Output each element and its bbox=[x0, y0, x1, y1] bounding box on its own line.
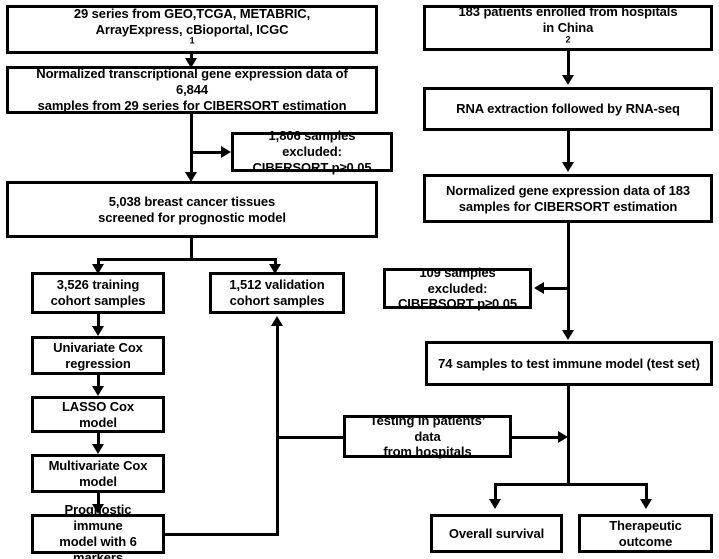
connector-testing-to-trunk bbox=[510, 436, 561, 439]
box-prognostic-immune-model-line1: Prognostic immune bbox=[64, 502, 132, 534]
box-screened-tissues-line2: screened for prognostic model bbox=[98, 209, 286, 225]
box-excluded-109-line1: 109 samples excluded: bbox=[419, 264, 496, 296]
connector-normalized183-to-testset bbox=[567, 223, 570, 333]
box-lasso-cox-line1: LASSO Cox model bbox=[61, 398, 135, 430]
box-training-cohort-line1: 3,526 training bbox=[56, 277, 140, 293]
box-multivariate-cox-line1: Multivariate Cox bbox=[48, 457, 148, 473]
box-prognostic-immune-model: Prognostic immune model with 6 markers bbox=[31, 502, 165, 559]
box-prognostic-immune-model-line2: model with 6 markers bbox=[59, 534, 137, 559]
box-univariate-cox-line1: Univariate Cox bbox=[53, 339, 143, 355]
box-multivariate-cox: Multivariate Cox model bbox=[31, 454, 165, 493]
connector-riser-to-validation bbox=[276, 325, 279, 534]
box-normalized-transcriptional-line1: Normalized transcriptional gene expressi… bbox=[36, 66, 348, 98]
box-excluded-109-line2: CIBERSORT p≥0.05 bbox=[398, 296, 517, 312]
arrowhead-rna bbox=[562, 75, 574, 85]
connector-multivariate-to-prognostic bbox=[97, 493, 100, 506]
arrowhead-testset bbox=[562, 330, 574, 340]
box-test-set: 74 samples to test immune model (test se… bbox=[425, 341, 713, 386]
connector-bus-to-therapeutic-outcome bbox=[645, 483, 648, 502]
arrowhead-lasso bbox=[92, 386, 104, 396]
connector-testset-down bbox=[567, 386, 570, 485]
arrowhead-testing-to-trunk bbox=[558, 431, 568, 443]
arrowhead-excluded-1806 bbox=[221, 146, 231, 158]
connector-training-to-univariate bbox=[97, 314, 100, 328]
box-multivariate-cox-line2: model bbox=[79, 473, 117, 489]
connector-univariate-to-lasso bbox=[97, 375, 100, 388]
box-normalized-transcriptional: Normalized transcriptional gene expressi… bbox=[6, 66, 378, 114]
box-univariate-cox: Univariate Cox regression bbox=[31, 336, 165, 375]
connector-rna-to-normalized183 bbox=[567, 131, 570, 163]
box-validation-cohort-line2: cohort samples bbox=[229, 293, 325, 308]
arrowhead-excluded-109 bbox=[534, 282, 544, 294]
footnote-marker-1: 1 bbox=[189, 36, 195, 47]
box-excluded-1806: 1,806 samples excluded: CIBERSORT p≥0.05 bbox=[231, 128, 393, 175]
box-validation-cohort: 1,512 validation cohort samples bbox=[209, 272, 345, 314]
connector-branch-to-excluded-109 bbox=[543, 287, 570, 290]
connector-lasso-to-multivariate bbox=[97, 433, 100, 446]
connector-prognostic-right bbox=[163, 533, 279, 536]
box-overall-survival-line1: Overall survival bbox=[448, 525, 545, 541]
footnote-marker-2: 2 bbox=[565, 34, 571, 45]
connector-patients-to-rna bbox=[567, 51, 570, 77]
box-univariate-cox-line2: regression bbox=[65, 355, 131, 371]
box-normalized-gene-183-line1: Normalized gene expression data of 183 bbox=[445, 182, 690, 198]
box-screened-tissues-line1: 5,038 breast cancer tissues bbox=[108, 193, 276, 209]
box-normalized-gene-183: Normalized gene expression data of 183 s… bbox=[423, 174, 713, 223]
connector-screened-down bbox=[190, 238, 193, 260]
arrowhead-prognostic bbox=[92, 504, 104, 514]
arrowhead-normalized-to-screened bbox=[185, 172, 197, 182]
arrowhead-training bbox=[92, 264, 104, 274]
box-testing-patients-data: Testing in patients’ data from hospitals bbox=[343, 412, 512, 460]
box-testing-patients-data-line1: Testing in patients’ data bbox=[369, 412, 486, 444]
box-validation-cohort-line1: 1,512 validation bbox=[229, 277, 325, 293]
box-training-cohort: 3,526 training cohort samples bbox=[31, 272, 165, 314]
box-overall-survival: Overall survival bbox=[430, 514, 563, 553]
box-rna-extraction: RNA extraction followed by RNA-seq bbox=[423, 87, 713, 131]
connector-riser-to-testing bbox=[276, 436, 346, 439]
box-testing-patients-data-line2: from hospitals bbox=[383, 444, 472, 460]
arrowhead-therapeutic-outcome bbox=[640, 499, 652, 509]
box-patients-enrolled: 183 patients enrolled from hospitals in … bbox=[423, 4, 713, 51]
connector-normalized-to-screened bbox=[190, 114, 193, 177]
box-screened-tissues: 5,038 breast cancer tissues screened for… bbox=[6, 181, 378, 238]
box-source-series-line1: 29 series from GEO,TCGA, METABRIC, bbox=[73, 5, 311, 21]
arrowhead-source-to-normalized bbox=[185, 58, 197, 68]
box-test-set-line1: 74 samples to test immune model (test se… bbox=[438, 355, 700, 371]
box-therapeutic-outcome: Therapeutic outcome bbox=[578, 514, 713, 553]
box-excluded-1806-line2: CIBERSORT p≥0.05 bbox=[252, 159, 372, 175]
box-rna-extraction-line1: RNA extraction followed by RNA-seq bbox=[456, 101, 680, 117]
box-source-series: 29 series from GEO,TCGA, METABRIC, Array… bbox=[6, 5, 378, 54]
arrowhead-validation bbox=[269, 264, 281, 274]
arrowhead-validation-return bbox=[271, 316, 283, 326]
box-lasso-cox: LASSO Cox model bbox=[31, 396, 165, 433]
box-therapeutic-outcome-line1: Therapeutic outcome bbox=[609, 517, 682, 549]
connector-bus-to-overall-survival bbox=[494, 483, 497, 502]
box-normalized-gene-183-line2: samples for CIBERSORT estimation bbox=[458, 198, 678, 214]
connector-split-bus bbox=[97, 258, 277, 261]
arrowhead-overall-survival bbox=[489, 499, 501, 509]
connector-branch-to-excluded-1806 bbox=[190, 151, 223, 154]
box-excluded-1806-line1: 1,806 samples excluded: bbox=[268, 128, 356, 160]
box-normalized-transcriptional-line2: samples from 29 series for CIBERSORT est… bbox=[37, 97, 347, 113]
arrowhead-univariate bbox=[92, 326, 104, 336]
arrowhead-normalized183 bbox=[562, 162, 574, 172]
box-training-cohort-line2: cohort samples bbox=[50, 293, 146, 308]
box-patients-enrolled-line1: 183 patients enrolled from hospitals bbox=[458, 4, 678, 20]
connector-outcomes-bus bbox=[494, 483, 648, 486]
arrowhead-multivariate bbox=[92, 444, 104, 454]
box-excluded-109: 109 samples excluded: CIBERSORT p≥0.05 bbox=[383, 264, 532, 312]
